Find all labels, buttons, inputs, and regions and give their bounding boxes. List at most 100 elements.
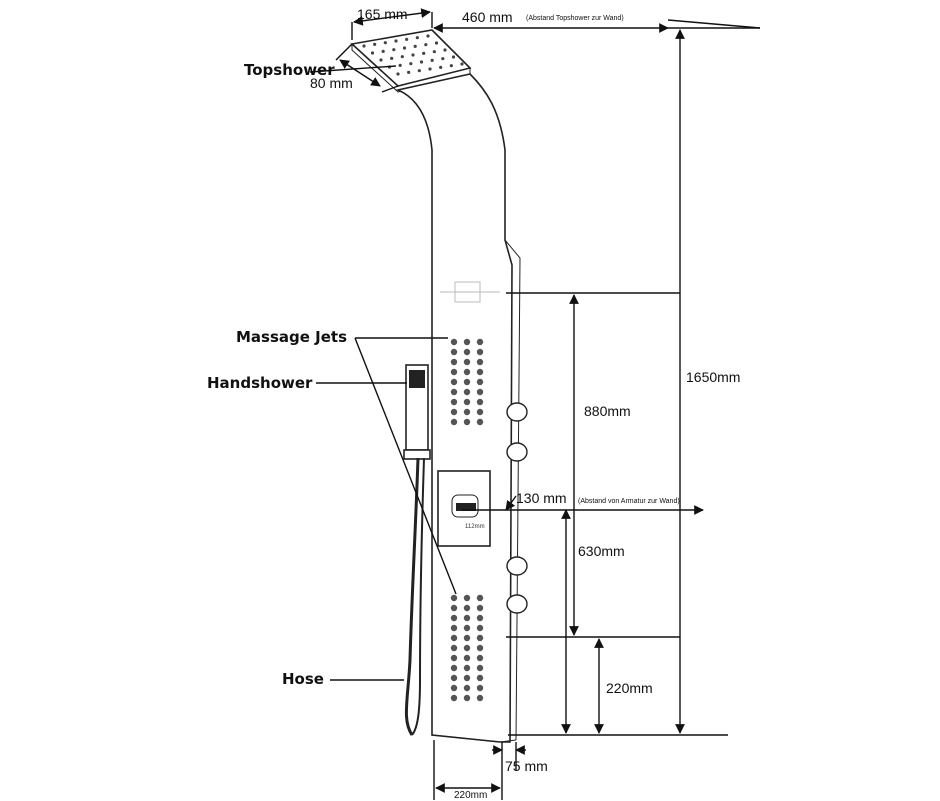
head-nozzle-dot: [373, 42, 377, 46]
label-leaders: [316, 337, 457, 681]
label-handshower: Handshower: [207, 374, 313, 392]
jet-dot: [450, 694, 458, 702]
jet-dot: [450, 614, 458, 622]
head-nozzle-dot: [426, 34, 430, 38]
label-massage-jets: Massage Jets: [236, 328, 347, 346]
jet-dot: [476, 684, 484, 692]
mixer-valve: 112mm: [437, 470, 491, 547]
head-nozzle-dot: [409, 62, 413, 66]
jet-dot: [450, 368, 458, 376]
head-nozzle-dot: [370, 51, 375, 55]
dim-head-depth: 80 mm: [310, 75, 353, 91]
dim-130: [462, 495, 704, 515]
jet-dot: [450, 604, 458, 612]
jet-dot: [476, 418, 484, 426]
jet-dot: [450, 634, 458, 642]
bottom-dims: [433, 740, 526, 800]
jet-dot: [450, 398, 458, 406]
jet-dot: [463, 368, 471, 376]
head-nozzle-dot: [362, 44, 366, 48]
jet-dot: [476, 408, 484, 416]
reference-lines: [506, 292, 728, 736]
jet-dot: [450, 664, 458, 672]
jet-dot: [476, 644, 484, 652]
jet-dot: [476, 388, 484, 396]
jet-dot: [463, 674, 471, 682]
dim-top-distance: 460 mm: [462, 9, 513, 25]
jet-dot: [476, 634, 484, 642]
head-nozzle-dot: [434, 41, 439, 45]
jet-dot: [463, 644, 471, 652]
head-nozzle-dot: [398, 63, 402, 67]
jet-dot: [463, 398, 471, 406]
head-nozzle-dot: [390, 56, 394, 60]
dim-upper-section: 880mm: [584, 403, 631, 419]
head-nozzle-dot: [415, 36, 419, 40]
jet-dot: [476, 604, 484, 612]
head-nozzle-dot: [443, 48, 447, 52]
dim-total-height: 1650mm: [686, 369, 740, 385]
jet-dot: [463, 408, 471, 416]
jet-dot: [476, 624, 484, 632]
jet-dot: [463, 614, 471, 622]
head-nozzle-dot: [394, 39, 398, 43]
jet-dot: [463, 358, 471, 366]
jet-dot: [463, 694, 471, 702]
head-nozzle-dot: [419, 60, 424, 64]
jet-dot: [450, 348, 458, 356]
head-nozzle-dot: [381, 49, 385, 53]
dim-460: [433, 19, 761, 33]
head-nozzle-dot: [402, 46, 407, 50]
head-nozzle-dot: [428, 67, 432, 71]
dim-panel-width: 220mm: [454, 790, 487, 801]
jet-dot: [476, 398, 484, 406]
label-topshower: Topshower: [244, 61, 335, 79]
jet-dot: [476, 674, 484, 682]
jet-dot: [450, 674, 458, 682]
jet-dot: [476, 694, 484, 702]
jet-dot: [463, 604, 471, 612]
head-nozzle-dot: [417, 69, 421, 73]
head-nozzle-dot: [439, 65, 443, 69]
jet-dot: [450, 594, 458, 602]
handshower: [403, 364, 431, 736]
jet-dot: [450, 418, 458, 426]
jet-dot: [463, 654, 471, 662]
jet-dot: [463, 348, 471, 356]
jet-dot: [476, 614, 484, 622]
head-nozzle-dot: [424, 43, 428, 47]
jet-dot: [463, 634, 471, 642]
head-nozzle-dot: [451, 55, 456, 59]
jet-dot: [476, 654, 484, 662]
jet-dot: [476, 358, 484, 366]
jet-dot: [463, 684, 471, 692]
head-nozzle-dot: [413, 44, 417, 48]
dim-valve-distance-note: (Abstand von Armatur zur Wand): [578, 498, 680, 505]
head-nozzle-dot: [383, 41, 387, 45]
dim-valve-distance: 130 mm: [516, 490, 567, 506]
head-nozzle-dot: [396, 72, 400, 76]
head-nozzle-dot: [392, 48, 396, 52]
jet-dot: [476, 664, 484, 672]
jet-dot: [450, 378, 458, 386]
dim-top-distance-note: (Abstand Topshower zur Wand): [526, 15, 624, 22]
head-nozzle-dot: [449, 64, 453, 68]
dim-bottom-section: 220mm: [606, 680, 653, 696]
jet-dot: [450, 644, 458, 652]
head-nozzle-dot: [460, 62, 464, 66]
jet-dot: [463, 624, 471, 632]
jet-dot: [450, 358, 458, 366]
jet-dot: [463, 378, 471, 386]
jet-dot: [476, 378, 484, 386]
jet-dot: [450, 408, 458, 416]
head-nozzle-dot: [411, 53, 415, 57]
jet-dot: [476, 368, 484, 376]
jet-dot: [463, 388, 471, 396]
side-jets: [506, 402, 528, 614]
jet-dot: [476, 348, 484, 356]
head-nozzle-dot: [422, 51, 426, 55]
label-hose: Hose: [282, 670, 324, 688]
dim-lower-section: 630mm: [578, 543, 625, 559]
head-nozzle-dot: [405, 37, 409, 41]
